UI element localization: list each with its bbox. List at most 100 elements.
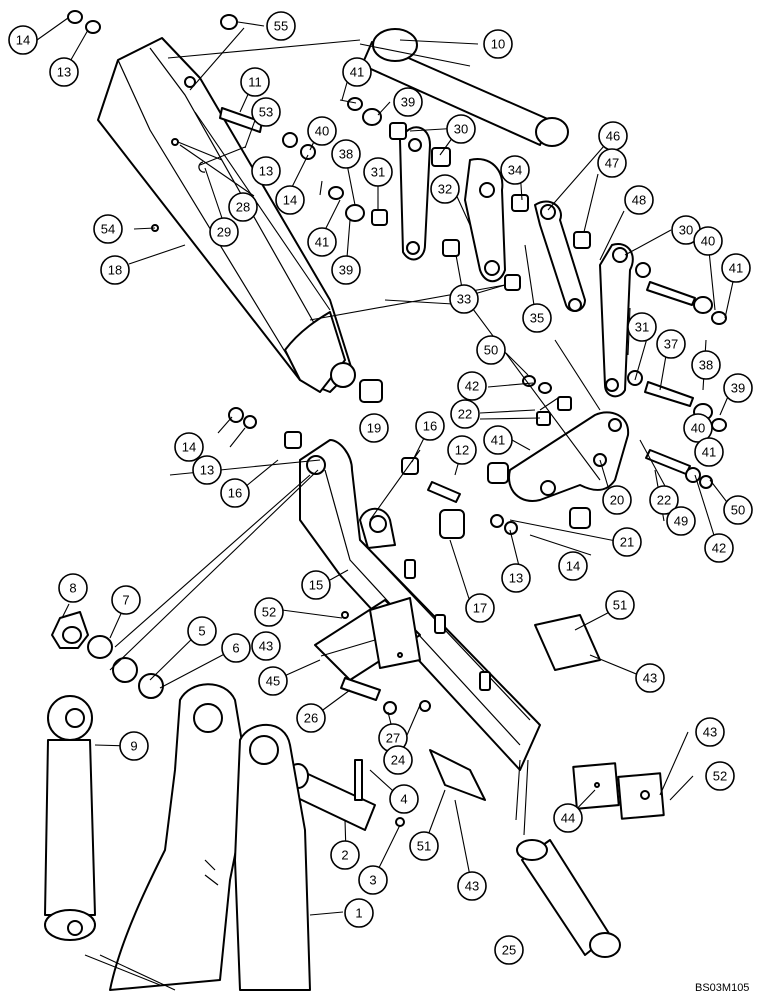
callout-label: 46	[606, 129, 620, 144]
callout-25: 25	[494, 935, 524, 965]
callout-label: 15	[309, 578, 323, 593]
callout-35: 35	[522, 303, 552, 333]
leader-lines	[36, 17, 737, 991]
callout-11: 11	[240, 67, 270, 97]
callout-label: 32	[438, 182, 452, 197]
callout-label: 35	[530, 311, 544, 326]
callout-label: 1	[355, 906, 362, 921]
callout-label: 51	[417, 839, 431, 854]
callout-14-upper: 14	[275, 185, 305, 215]
callout-1: 1	[344, 898, 374, 928]
callout-label: 2	[341, 848, 348, 863]
callout-38-b: 38	[691, 350, 721, 380]
callout-32: 32	[430, 174, 460, 204]
callout-label: 13	[509, 571, 523, 586]
callout-5: 5	[187, 616, 217, 646]
callout-29: 29	[209, 217, 239, 247]
callout-22-a: 22	[450, 399, 480, 429]
callout-label: 22	[657, 493, 671, 508]
cylinder-10	[361, 28, 569, 147]
callout-label: 53	[259, 105, 273, 120]
bucket-link-20	[487, 375, 713, 535]
callout-label: 10	[491, 37, 505, 52]
callout-19: 19	[359, 413, 389, 443]
callout-label: 31	[371, 165, 385, 180]
callout-label: 50	[731, 503, 745, 518]
callout-8: 8	[58, 573, 88, 603]
callout-label: 38	[339, 147, 353, 162]
callout-14-lower: 14	[558, 551, 588, 581]
pivot-hardware	[51, 611, 431, 831]
callout-54: 54	[93, 214, 123, 244]
callout-51-a: 51	[605, 590, 635, 620]
callout-13-top-left: 13	[49, 57, 79, 87]
callout-label: 50	[484, 343, 498, 358]
callout-55: 55	[266, 11, 296, 41]
callout-label: 40	[315, 124, 329, 139]
callout-label: 22	[458, 407, 472, 422]
callout-label: 33	[457, 292, 471, 307]
lower-boom	[228, 379, 541, 771]
callout-39-a: 39	[393, 87, 423, 117]
callout-27: 27	[378, 723, 408, 753]
callout-42-a: 42	[457, 371, 487, 401]
callout-label: 11	[248, 75, 262, 90]
callout-33: 33	[449, 284, 479, 314]
callout-22-b: 22	[649, 485, 679, 515]
callout-42-b: 42	[704, 533, 734, 563]
callout-31-b: 31	[627, 312, 657, 342]
callout-label: 25	[502, 943, 516, 958]
callout-41-b: 41	[307, 227, 337, 257]
callout-43-b: 43	[635, 663, 665, 693]
callout-label: 41	[315, 235, 329, 250]
callout-34: 34	[500, 155, 530, 185]
callout-43-a: 43	[251, 631, 281, 661]
callout-label: 51	[613, 598, 627, 613]
callout-6: 6	[221, 633, 251, 663]
callout-label: 3	[369, 873, 376, 888]
callout-label: 13	[259, 164, 273, 179]
callout-41-d: 41	[483, 425, 513, 455]
callout-label: 40	[691, 421, 705, 436]
callout-label: 43	[465, 879, 479, 894]
upper-boom	[97, 37, 356, 393]
callout-label: 49	[674, 514, 688, 529]
callout-label: 24	[391, 753, 405, 768]
callout-52-a: 52	[254, 597, 284, 627]
callout-48: 48	[624, 185, 654, 215]
callout-label: 5	[198, 624, 205, 639]
callout-24: 24	[383, 745, 413, 775]
callout-39-c: 39	[723, 373, 753, 403]
callout-label: 48	[632, 193, 646, 208]
callout-31-a: 31	[363, 157, 393, 187]
callout-label: 54	[101, 222, 115, 237]
callout-label: 30	[679, 223, 693, 238]
callout-label: 14	[566, 559, 580, 574]
callout-43-c: 43	[695, 717, 725, 747]
callout-47: 47	[597, 148, 627, 178]
callout-44: 44	[553, 803, 583, 833]
callout-43-d: 43	[457, 871, 487, 901]
callout-label: 16	[423, 419, 437, 434]
callout-label: 12	[455, 443, 469, 458]
callout-49: 49	[666, 506, 696, 536]
callout-41-a: 41	[342, 57, 372, 87]
callout-label: 38	[699, 358, 713, 373]
callout-label: 8	[69, 581, 76, 596]
callout-13-upper: 13	[251, 156, 281, 186]
callout-28: 28	[228, 192, 258, 222]
callout-label: 13	[200, 463, 214, 478]
callout-41-e: 41	[694, 437, 724, 467]
callout-52-b: 52	[705, 761, 735, 791]
callout-label: 39	[731, 381, 745, 396]
lift-arm	[109, 683, 311, 991]
callout-label: 40	[701, 234, 715, 249]
callout-14-top-left: 14	[8, 25, 38, 55]
callout-label: 42	[465, 379, 479, 394]
callout-label: 34	[508, 163, 522, 178]
callout-label: 30	[454, 122, 468, 137]
callout-2: 2	[330, 840, 360, 870]
callout-7: 7	[111, 585, 141, 615]
